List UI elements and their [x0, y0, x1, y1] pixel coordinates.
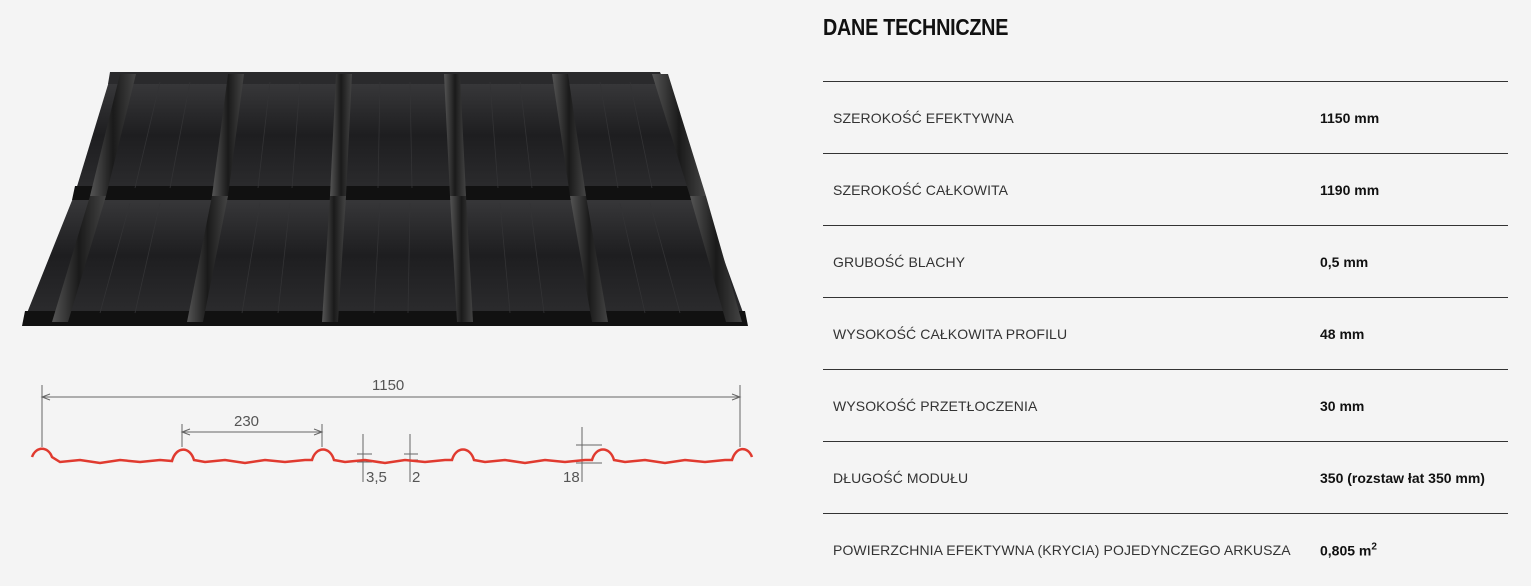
spec-value: 1150 mm	[1320, 109, 1380, 126]
spec-row: POWIERZCHNIA EFEKTYWNA (KRYCIA) POJEDYNC…	[823, 514, 1508, 586]
spec-label: SZEROKOŚĆ CAŁKOWITA	[833, 181, 1009, 198]
spec-value: 1190 mm	[1320, 181, 1380, 198]
profile-cross-section-diagram: 1150 230 3,5 2 18	[30, 377, 754, 486]
spec-row: SZEROKOŚĆ EFEKTYWNA 1150 mm	[823, 82, 1508, 154]
spec-value: 0,805 m2	[1320, 542, 1377, 559]
dim-c-label: 18	[563, 469, 580, 486]
spec-row: WYSOKOŚĆ PRZETŁOCZENIA 30 mm	[823, 370, 1508, 442]
product-visual: 1150 230 3,5 2 18	[22, 72, 754, 486]
spec-value: 30 mm	[1320, 397, 1365, 414]
spec-row: GRUBOŚĆ BLACHY 0,5 mm	[823, 226, 1508, 298]
spec-value-text: 0,805 m	[1320, 542, 1372, 559]
spec-value-superscript: 2	[1371, 541, 1377, 553]
profile-line	[30, 447, 754, 465]
spec-row: SZEROKOŚĆ CAŁKOWITA 1190 mm	[823, 154, 1508, 226]
spec-label: POWIERZCHNIA EFEKTYWNA (KRYCIA) POJEDYNC…	[833, 542, 1291, 558]
dim-total-label: 1150	[372, 377, 404, 394]
dim-b-label: 2	[412, 469, 420, 486]
spec-label: DŁUGOŚĆ MODUŁU	[833, 469, 969, 486]
spec-row: DŁUGOŚĆ MODUŁU 350 (rozstaw łat 350 mm)	[823, 442, 1508, 514]
spec-value: 350 (rozstaw łat 350 mm)	[1320, 469, 1485, 486]
spec-value: 0,5 mm	[1320, 253, 1369, 270]
dim-module-label: 230	[234, 413, 259, 430]
spec-label: WYSOKOŚĆ CAŁKOWITA PROFILU	[833, 325, 1068, 342]
spec-label: WYSOKOŚĆ PRZETŁOCZENIA	[833, 397, 1038, 414]
spec-table: SZEROKOŚĆ EFEKTYWNA 1150 mm SZEROKOŚĆ CA…	[823, 81, 1508, 586]
spec-value: 48 mm	[1320, 325, 1365, 342]
spec-row: WYSOKOŚĆ CAŁKOWITA PROFILU 48 mm	[823, 298, 1508, 370]
spec-label: SZEROKOŚĆ EFEKTYWNA	[833, 109, 1014, 126]
dim-a-label: 3,5	[366, 469, 387, 486]
spec-label: GRUBOŚĆ BLACHY	[833, 253, 966, 270]
section-title: DANE TECHNICZNE	[823, 14, 1009, 40]
roof-tile-sheet-image	[22, 72, 748, 326]
